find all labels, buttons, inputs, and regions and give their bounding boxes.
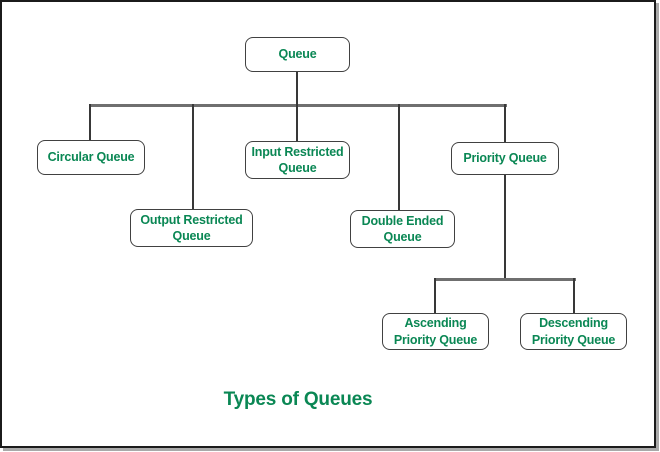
node-priority-queue-label: Priority Queue (463, 151, 547, 166)
connector-priority-horizontal (434, 278, 576, 281)
connector-to-input-restricted (296, 104, 298, 142)
connector-to-descending (573, 278, 575, 314)
connector-main-horizontal (89, 104, 507, 107)
node-priority-queue: Priority Queue (451, 142, 559, 175)
node-circular-queue-label: Circular Queue (47, 150, 135, 165)
node-ascending-priority-queue-label: Ascending Priority Queue (393, 316, 478, 347)
node-descending-priority-queue: Descending Priority Queue (520, 313, 627, 350)
connector-to-ascending (434, 278, 436, 314)
connector-queue-down (296, 72, 298, 106)
connector-to-priority (504, 104, 506, 143)
node-input-restricted-queue: Input Restricted Queue (245, 141, 350, 179)
node-output-restricted-queue: Output Restricted Queue (130, 209, 253, 247)
node-ascending-priority-queue: Ascending Priority Queue (382, 313, 489, 350)
connector-priority-down (504, 174, 506, 280)
connector-to-circular (89, 104, 91, 141)
node-double-ended-queue: Double Ended Queue (350, 210, 455, 248)
node-double-ended-queue-label: Double Ended Queue (361, 213, 444, 244)
connector-to-output-restricted (192, 104, 194, 210)
node-descending-priority-queue-label: Descending Priority Queue (531, 316, 616, 347)
connector-to-double-ended (398, 104, 400, 211)
node-input-restricted-queue-label: Input Restricted Queue (251, 144, 344, 175)
node-queue: Queue (245, 37, 350, 72)
node-output-restricted-queue-label: Output Restricted Queue (140, 212, 243, 243)
diagram-title: Types of Queues (223, 389, 373, 410)
node-circular-queue: Circular Queue (37, 140, 145, 175)
node-queue-label: Queue (278, 47, 317, 62)
